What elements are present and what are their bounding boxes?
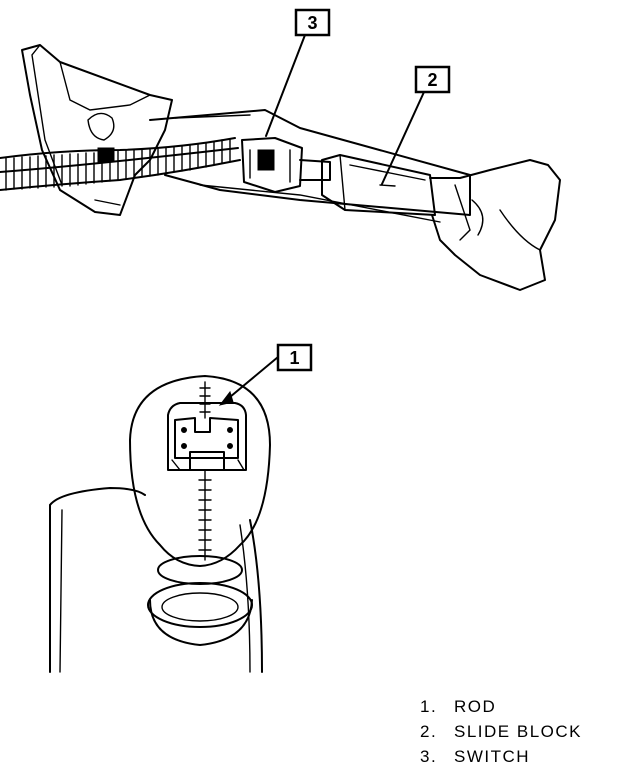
legend-label: SWITCH	[454, 747, 531, 766]
legend-label: SLIDE BLOCK	[454, 722, 582, 741]
wire-harness	[0, 137, 241, 191]
legend-label: ROD	[454, 697, 497, 716]
legend-item-rod: 1. ROD	[420, 694, 620, 719]
legend-number: 3.	[420, 747, 438, 766]
callout-number: 2	[427, 70, 437, 90]
legend-item-slide-block: 2. SLIDE BLOCK	[420, 719, 620, 744]
callout-3: 3	[265, 8, 331, 137]
parts-legend: 1. ROD 2. SLIDE BLOCK 3. SWITCH	[420, 694, 620, 769]
legend-item-switch: 3. SWITCH	[420, 744, 620, 769]
callout-2: 2	[381, 65, 451, 185]
column-assembly-drawing	[0, 44, 561, 291]
legend-number: 1.	[420, 697, 438, 716]
legend-number: 2.	[420, 722, 438, 741]
callout-number: 1	[289, 348, 299, 368]
rod	[167, 402, 247, 471]
shift-knob-drawing	[49, 375, 271, 673]
callout-number: 3	[307, 13, 317, 33]
callout-1: 1	[218, 343, 313, 406]
switch	[241, 137, 331, 193]
